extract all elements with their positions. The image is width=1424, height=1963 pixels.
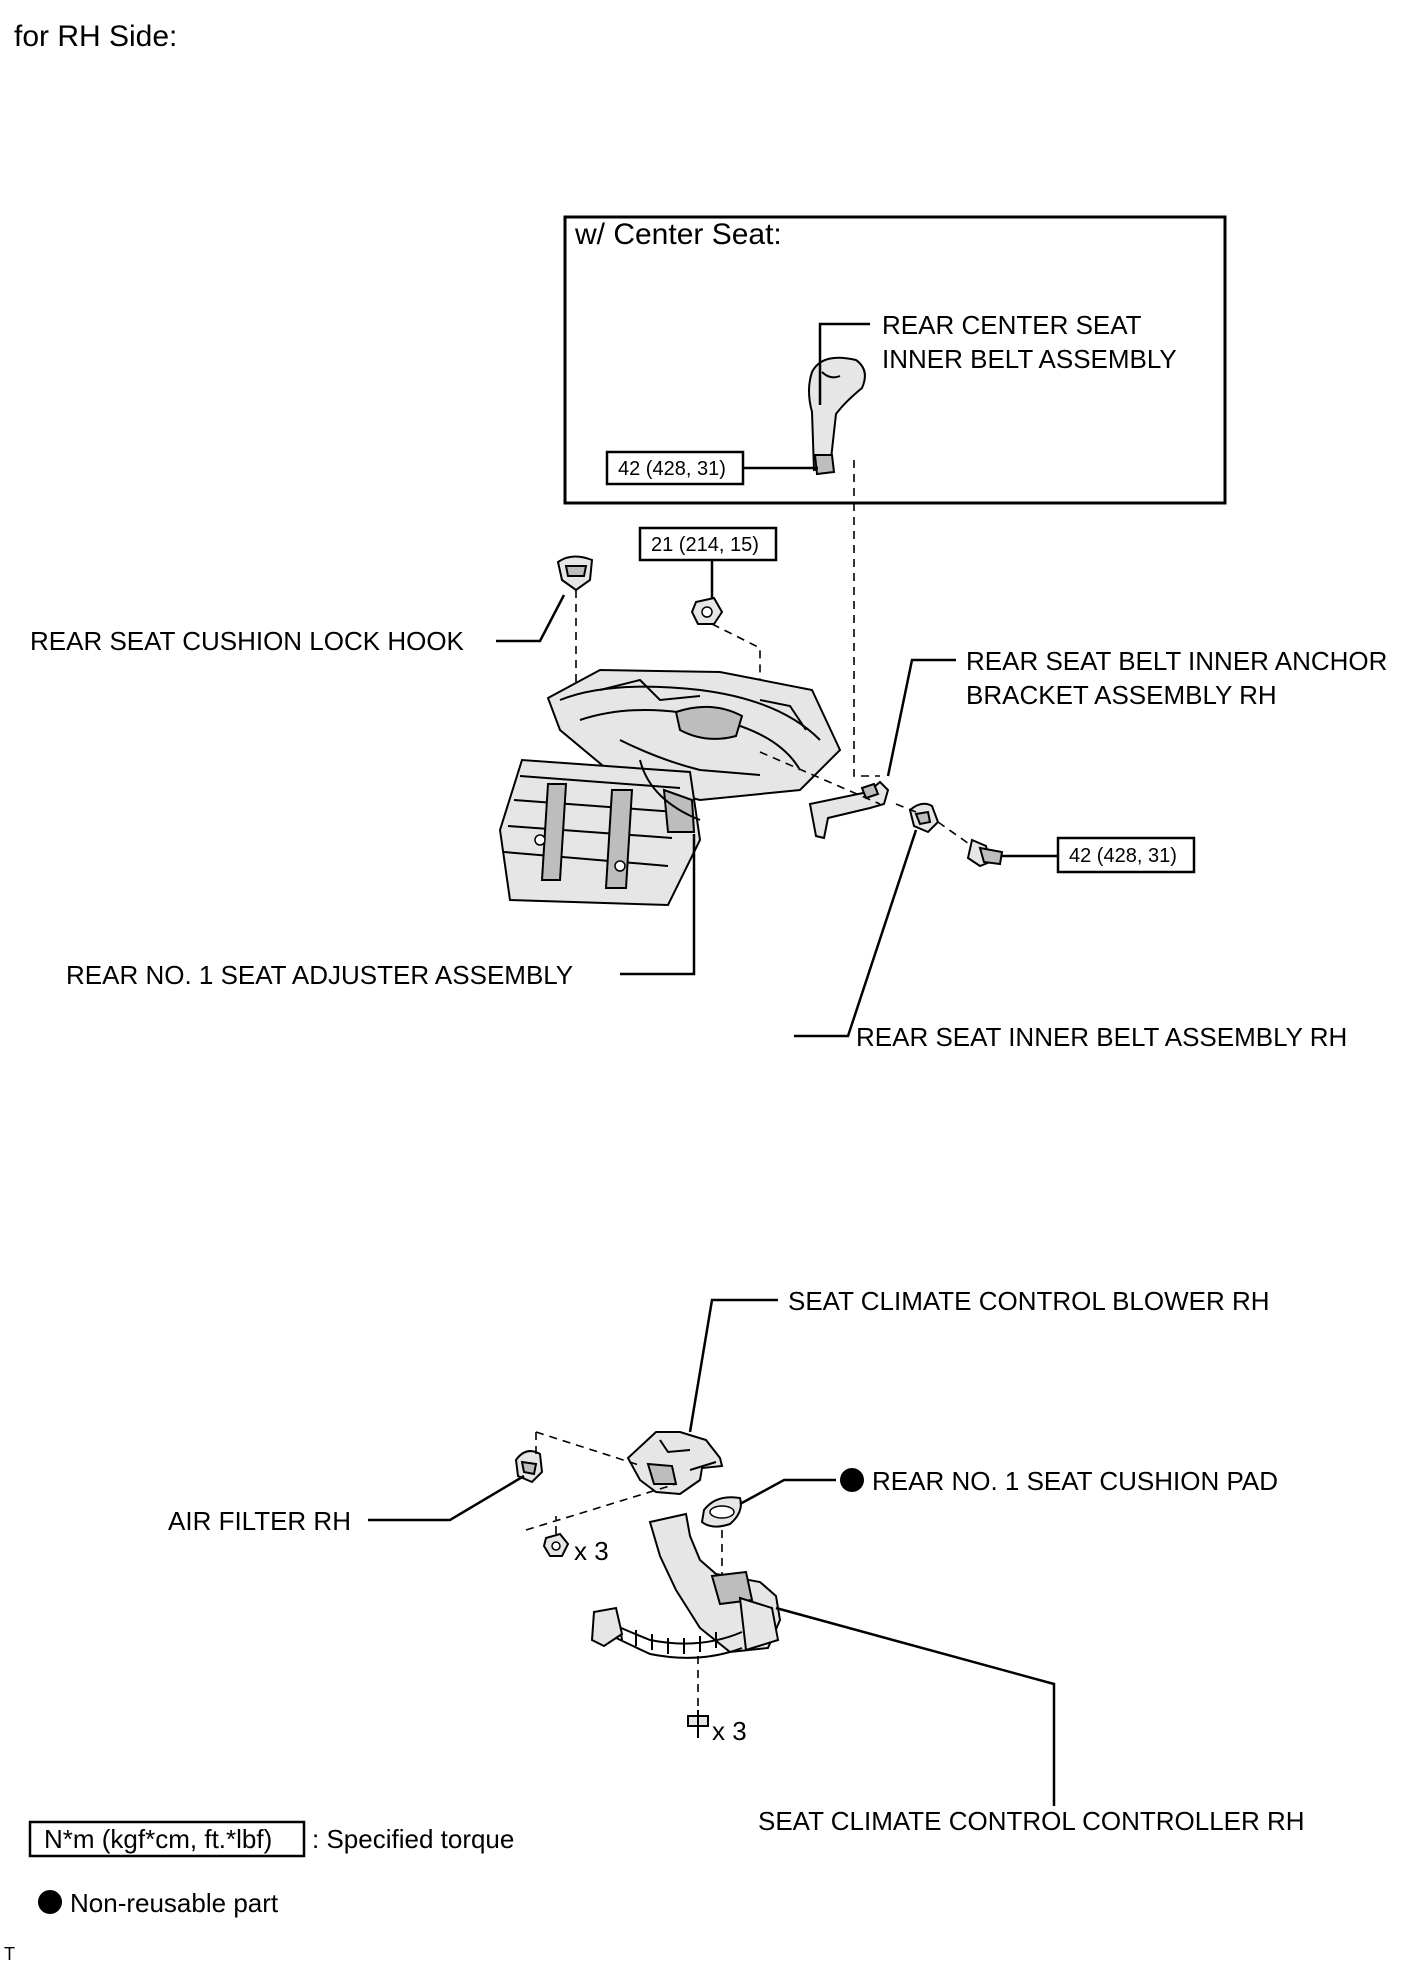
label-anchor-bracket-2: BRACKET ASSEMBLY RH <box>966 680 1277 710</box>
torque-nut-value: 21 (214, 15) <box>651 534 759 556</box>
air-filter-part <box>514 1450 544 1484</box>
dashed-belt-to-bolt <box>937 821 973 847</box>
label-cushion-pad: REAR NO. 1 SEAT CUSHION PAD <box>872 1466 1278 1496</box>
inner-belt-rh-part <box>908 802 940 834</box>
non-reusable-marker <box>840 1468 864 1492</box>
torque-box-inset <box>605 450 745 486</box>
blower-nut-part <box>542 1532 570 1557</box>
dashed-filter-top <box>535 1431 643 1467</box>
inset-frame <box>563 215 1227 505</box>
page-title: for RH Side: <box>14 20 177 53</box>
dashed-anchor-to-belt <box>895 803 917 813</box>
dashed-center-belt-to-anchor <box>853 503 880 777</box>
seat-adjuster-part <box>498 668 842 907</box>
legend-torque-box <box>28 1820 306 1858</box>
legend-non-reusable: Non-reusable part <box>70 1888 279 1918</box>
leader-lock-hook <box>496 594 566 643</box>
leader-air-filter <box>368 1474 525 1522</box>
cushion-pad-part <box>700 1496 742 1528</box>
leader-cushion-pad <box>739 1478 836 1506</box>
screw-quantity: x 3 <box>712 1716 747 1746</box>
screw-part <box>687 1710 709 1738</box>
label-seat-adjuster: REAR NO. 1 SEAT ADJUSTER ASSEMBLY <box>66 960 573 990</box>
rear-center-seat-inner-belt-part <box>808 356 866 476</box>
label-rear-center-seat-belt-1: REAR CENTER SEAT <box>882 310 1142 340</box>
torque-anchor-value: 42 (428, 31) <box>1069 845 1177 867</box>
label-controller: SEAT CLIMATE CONTROL CONTROLLER RH <box>758 1806 1305 1836</box>
label-lock-hook: REAR SEAT CUSHION LOCK HOOK <box>30 626 465 656</box>
legend-torque-units: N*m (kgf*cm, ft.*lbf) <box>44 1824 272 1854</box>
leader-seat-adjuster <box>620 834 696 976</box>
blower-part <box>626 1431 724 1496</box>
label-air-filter: AIR FILTER RH <box>168 1506 351 1536</box>
legend-torque-desc: : Specified torque <box>312 1824 514 1854</box>
dashed-filter-bottom <box>525 1483 677 1531</box>
label-inner-belt: REAR SEAT INNER BELT ASSEMBLY RH <box>856 1022 1347 1052</box>
corner-mark: T <box>4 1944 15 1963</box>
center-seat-inset: w/ Center Seat: REAR CENTER SEAT INNER B… <box>563 215 1227 505</box>
legend: N*m (kgf*cm, ft.*lbf) : Specified torque… <box>28 1820 514 1918</box>
label-rear-center-seat-belt-2: INNER BELT ASSEMBLY <box>882 344 1177 374</box>
controller-part <box>590 1512 782 1659</box>
dashed-nut <box>711 623 761 730</box>
leader-rear-center-seat-belt <box>818 322 870 405</box>
torque-box-nut <box>638 526 778 562</box>
leader-inner-belt <box>794 829 918 1038</box>
torque-box-anchor <box>1056 836 1196 874</box>
legend-bullet-icon <box>38 1890 62 1914</box>
label-anchor-bracket-1: REAR SEAT BELT INNER ANCHOR <box>966 646 1387 676</box>
leader-blower <box>688 1298 778 1433</box>
leader-anchor-bracket <box>886 658 956 777</box>
label-blower: SEAT CLIMATE CONTROL BLOWER RH <box>788 1286 1270 1316</box>
anchor-bolt-part <box>966 838 1004 868</box>
anchor-bracket-part <box>808 780 890 840</box>
nut-part <box>690 596 724 625</box>
leader-controller <box>775 1606 1056 1806</box>
dashed-adjuster-to-anchor <box>759 751 881 805</box>
inset-title: w/ Center Seat: <box>574 218 782 251</box>
lock-hook-part <box>556 555 594 592</box>
nut-quantity: x 3 <box>574 1536 609 1566</box>
torque-inset-value: 42 (428, 31) <box>618 458 726 480</box>
